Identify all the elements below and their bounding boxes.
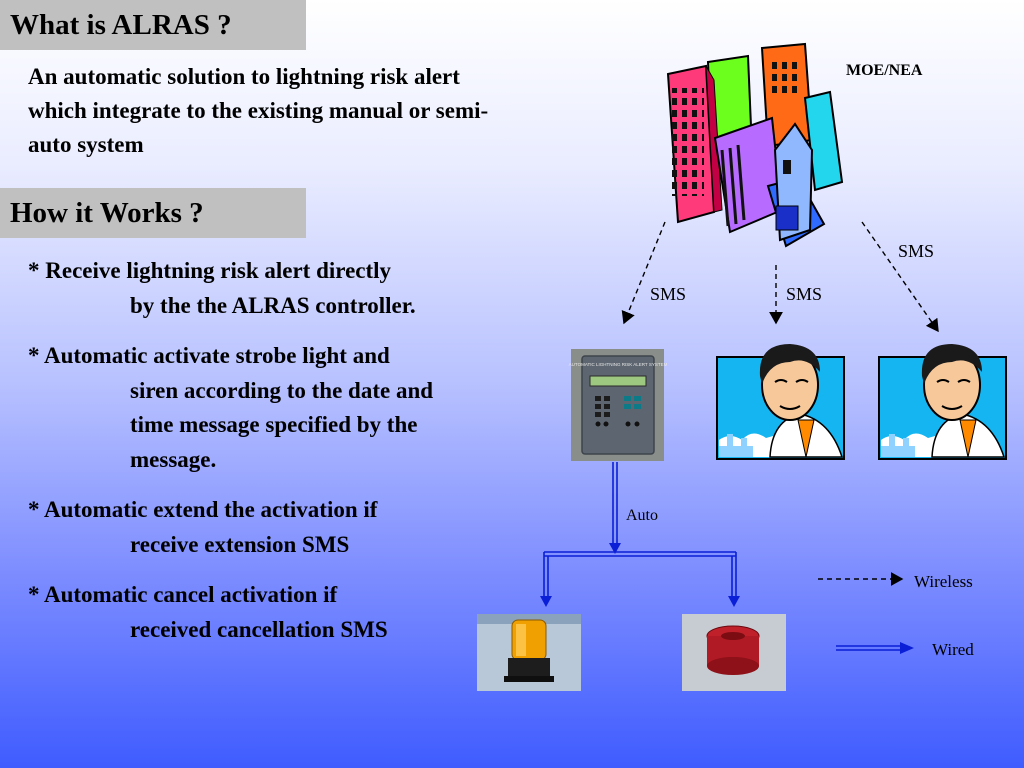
bullet-continuation: by the the ALRAS controller. <box>130 292 416 318</box>
bullet-first-line: * Automatic extend the activation if <box>28 497 378 522</box>
controller-label: AUTOMATIC LIGHTNING RISK ALERT SYSTEM <box>569 362 668 367</box>
section-title-how-it-works: How it Works ? <box>0 188 306 238</box>
sms-label: SMS <box>786 284 822 304</box>
siren-icon <box>682 614 786 691</box>
sms-label: SMS <box>898 241 934 261</box>
bullet-item: * Receive lightning risk alert directly … <box>28 254 548 323</box>
sms-arrow-left <box>621 221 666 325</box>
bullet-continuation: siren according to the date and time mes… <box>130 377 434 472</box>
bullet-first-line: * Automatic activate strobe light and <box>28 343 390 368</box>
source-label: MOE/NEA <box>846 62 923 79</box>
bullet-first-line: * Receive lightning risk alert directly <box>28 258 392 283</box>
user-person-icon <box>878 344 1007 460</box>
section-title-what-is: What is ALRAS ? <box>0 0 306 50</box>
bullet-item: * Automatic cancel activation if receive… <box>28 578 548 647</box>
bullet-continuation: received cancellation SMS <box>130 616 388 642</box>
legend-wired-label: Wired <box>932 640 974 659</box>
alras-controller-icon: AUTOMATIC LIGHTNING RISK ALERT SYSTEM <box>569 349 668 461</box>
bullet-first-line: * Automatic cancel activation if <box>28 582 338 607</box>
wired-connection <box>543 462 737 600</box>
intro-description: An automatic solution to lightning risk … <box>28 64 489 157</box>
bullet-continuation: receive extension SMS <box>130 531 350 557</box>
sms-label: SMS <box>650 284 686 304</box>
auto-label: Auto <box>626 507 658 524</box>
user-person-icon <box>716 344 845 460</box>
bullet-item: * Automatic activate strobe light and si… <box>28 339 548 477</box>
bullet-item: * Automatic extend the activation if rec… <box>28 493 548 562</box>
legend-wireless-label: Wireless <box>914 572 973 591</box>
legend-wired-line <box>836 645 902 651</box>
strobe-light-icon <box>477 614 581 691</box>
city-buildings-icon <box>666 42 844 248</box>
sms-arrow-right <box>861 221 939 333</box>
